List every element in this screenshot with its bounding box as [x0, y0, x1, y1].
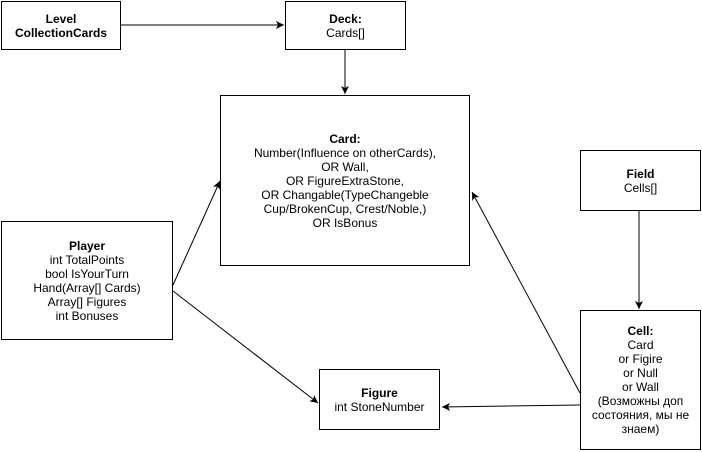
node-level-title: Level: [45, 11, 77, 26]
node-cell-field: знаем): [621, 422, 660, 436]
node-cell-field: (Возможны доп: [597, 394, 684, 408]
node-card-field: OR Changable(TypeChangeble: [261, 187, 429, 202]
node-card-field: Cup/BrokenCup, Crest/Noble,): [263, 201, 427, 216]
node-figure-field: int StoneNumber: [334, 399, 425, 414]
node-player-field: int TotalPoints: [49, 252, 125, 267]
node-field: Field Cells[]: [580, 150, 701, 211]
node-field-field: Cells[]: [623, 180, 658, 195]
node-level: Level CollectionCards: [1, 1, 121, 50]
node-deck: Deck: Cards[]: [285, 1, 406, 50]
node-field-title: Field: [626, 166, 655, 181]
node-cell-title: Cell:: [627, 324, 654, 338]
node-deck-field: Cards[]: [326, 25, 365, 40]
node-player-field: bool IsYourTurn: [45, 266, 129, 281]
node-cell-field: or Figire: [618, 352, 663, 366]
node-player-field: Hand(Array[] Cards): [33, 280, 141, 295]
node-card: Card: Number(Influence on otherCards), O…: [220, 95, 470, 266]
node-figure: Figure int StoneNumber: [319, 369, 440, 430]
edge-cell-to-figure: [441, 402, 581, 411]
node-card-field: OR Wall,: [321, 159, 369, 174]
node-level-title: CollectionCards: [14, 25, 107, 40]
node-player: Player int TotalPoints bool IsYourTurn H…: [1, 221, 173, 340]
node-cell-field: or Wall: [622, 380, 659, 394]
node-card-field: OR IsBonus: [312, 215, 378, 230]
node-figure-title: Figure: [361, 385, 398, 400]
node-card-title: Card:: [329, 131, 361, 146]
edge-player-to-figure: [172, 290, 319, 404]
edge-player-to-card: [172, 180, 221, 286]
node-cell-field: состояния, мы не: [591, 408, 690, 422]
node-card-field: OR FigureExtraStone,: [285, 173, 405, 188]
node-player-title: Player: [68, 238, 106, 253]
node-cell: Cell: Card or Figire or Null or Wall (Во…: [580, 310, 701, 450]
node-deck-title: Deck:: [329, 11, 362, 26]
node-cell-field: or Null: [623, 366, 658, 380]
edge-cell-to-card: [471, 191, 581, 394]
node-cell-field: Card: [627, 338, 654, 352]
node-player-field: int Bonuses: [55, 308, 119, 323]
node-player-field: Array[] Figures: [47, 294, 127, 309]
node-card-field: Number(Influence on otherCards),: [253, 145, 437, 160]
